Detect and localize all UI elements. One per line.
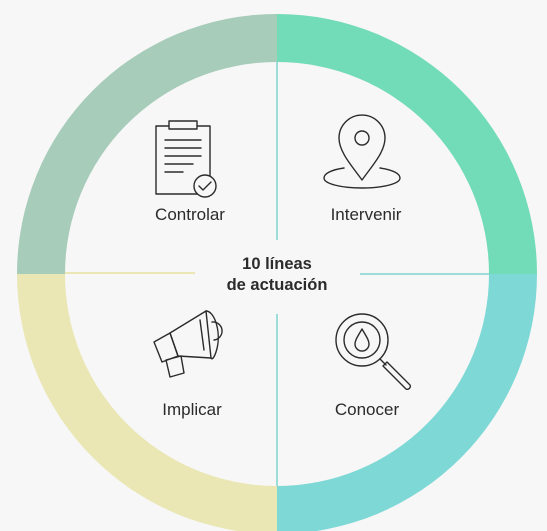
clipboard-check-icon	[155, 120, 217, 198]
quadrant-label-intervenir: Intervenir	[330, 205, 402, 224]
ring-segment-controlar	[17, 14, 277, 274]
center-title-line-2: de actuación	[226, 276, 328, 294]
quadrant-label-conocer: Conocer	[334, 400, 400, 419]
ring-segment-intervenir	[277, 14, 537, 274]
center-title: 10 líneas de actuación	[220, 254, 334, 296]
quadrant-label-implicar: Implicar	[162, 400, 222, 419]
magnifier-drop-icon	[335, 313, 411, 390]
megaphone-icon	[153, 310, 223, 378]
ring-segment-implicar	[17, 274, 277, 531]
quadrant-label-controlar: Controlar	[155, 205, 225, 224]
center-title-line-1: 10 líneas	[242, 255, 312, 273]
map-pin-icon	[323, 114, 401, 189]
ring-segment-conocer	[277, 274, 537, 531]
